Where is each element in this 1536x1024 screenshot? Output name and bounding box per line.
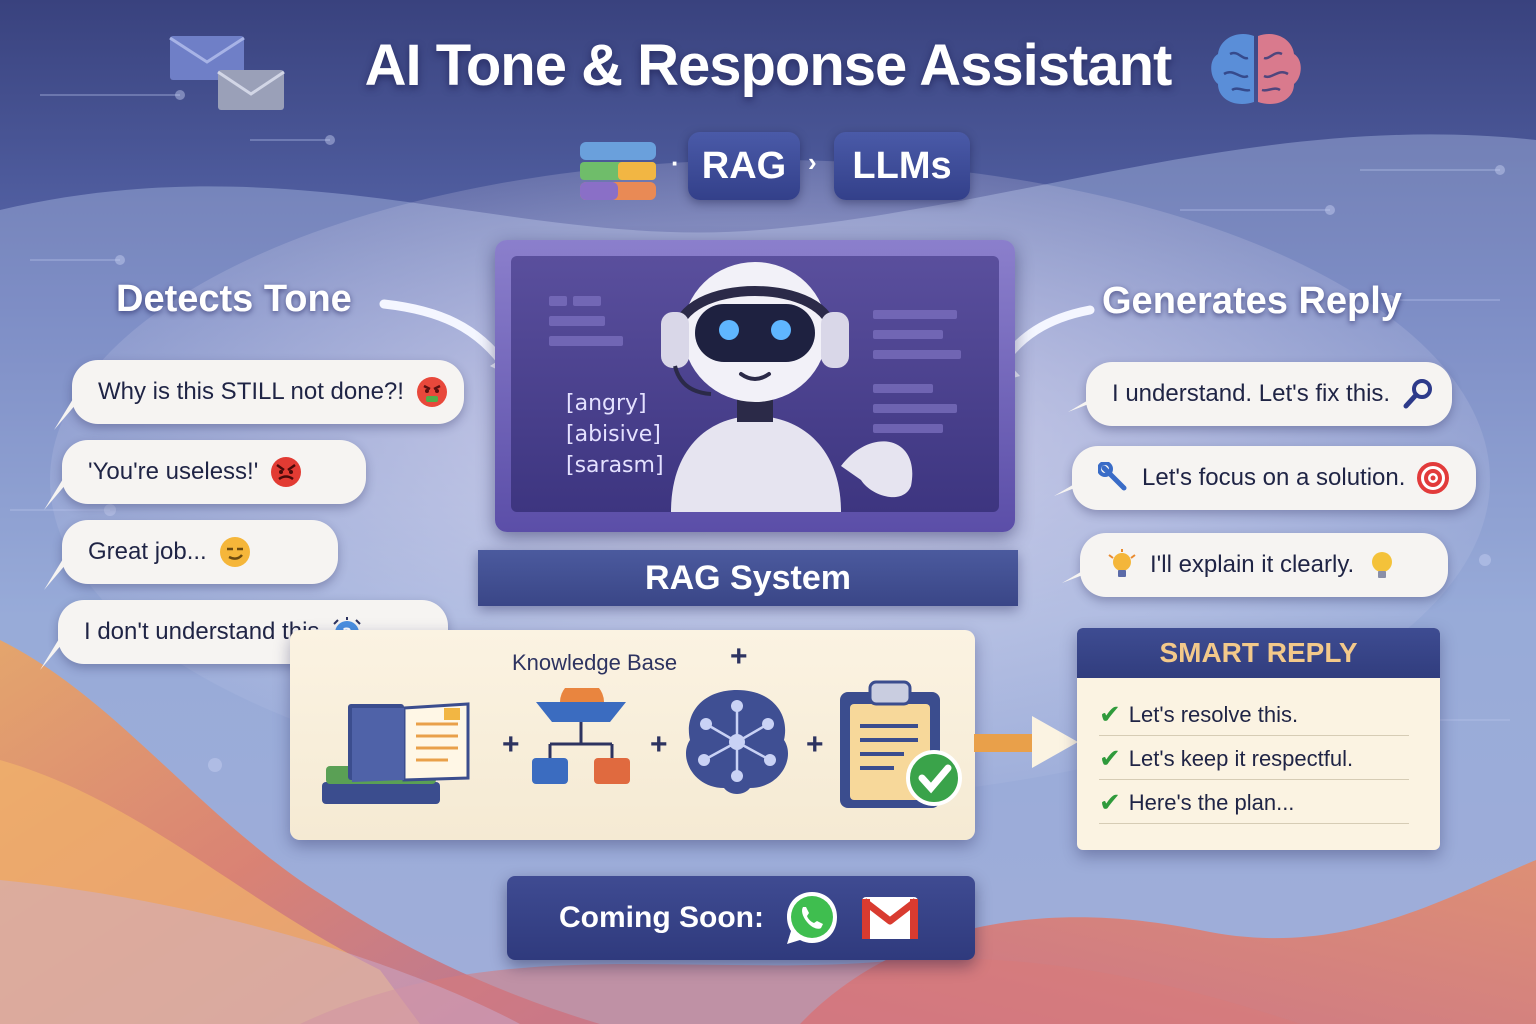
bubble-text: Great job... [88, 538, 207, 565]
reply-bubble-fix: I understand. Let's fix this. [1068, 362, 1452, 426]
reply-bubble-solution: Let's focus on a solution. [1054, 446, 1476, 510]
envelope-icon [217, 70, 285, 110]
tone-bubble-abusive: 'You're useless!' [44, 440, 366, 510]
monitor-screen: [angry] [abisive] [sarasm] [511, 256, 999, 512]
page-title: AI Tone & Response Assistant [364, 33, 1173, 98]
pipeline-dot: · [671, 148, 680, 178]
check-icon: ✔ [1099, 743, 1121, 773]
whatsapp-icon[interactable] [782, 888, 842, 948]
tag-sarcasm: [sarasm] [566, 453, 664, 478]
bubble-text: I don't understand this [84, 618, 320, 645]
book-stack-icon [322, 702, 470, 804]
ai-monitor: [angry] [abisive] [sarasm] [495, 240, 1015, 532]
target-icon [1417, 462, 1450, 494]
smirk-face-icon [219, 537, 250, 567]
gmail-icon[interactable] [860, 895, 920, 941]
brain-icon [1211, 34, 1301, 104]
bubble-text: Let's focus on a solution. [1142, 464, 1406, 491]
smart-reply-panel: SMART REPLY ✔ Let's resolve this. ✔ Let'… [1077, 628, 1440, 850]
pipeline-arrow: › [808, 147, 817, 177]
lightbulb-icon [1372, 552, 1393, 578]
tone-tags: [angry] [abisive] [sarasm] [566, 388, 664, 481]
knowledge-base-label: Knowledge Base [512, 650, 678, 675]
ai-brain-network-icon [685, 690, 789, 794]
envelope-icon [169, 36, 245, 80]
robot-assistant [661, 262, 913, 512]
smart-reply-item[interactable]: ✔ Let's resolve this. [1099, 694, 1409, 736]
plus-sign: + [502, 728, 520, 761]
tone-bubble-sarcasm: Great job... [44, 520, 338, 590]
lightbulb-icon [1108, 549, 1136, 577]
magnifier-icon [1403, 379, 1433, 409]
check-icon: ✔ [1099, 787, 1121, 817]
check-icon: ✔ [1099, 699, 1121, 729]
plus-sign: + [730, 640, 748, 673]
smart-reply-text: Let's resolve this. [1128, 701, 1299, 727]
rag-system-banner: RAG System [478, 550, 1018, 606]
reply-bubble-explain: I'll explain it clearly. [1062, 533, 1448, 597]
bubble-text: I understand. Let's fix this. [1112, 380, 1391, 407]
arrow-to-smart-reply [974, 716, 1078, 768]
detects-tone-heading: Detects Tone [116, 278, 352, 320]
llms-pill: LLMs [834, 132, 970, 200]
angry-face-icon [416, 377, 447, 407]
generates-reply-heading: Generates Reply [1102, 280, 1402, 322]
bubble-text: Why is this STILL not done?! [98, 378, 404, 405]
wrench-icon [1098, 462, 1127, 491]
bubble-text: 'You're useless!' [88, 458, 259, 485]
tag-abusive: [abisive] [566, 422, 661, 447]
tone-bubble-angry: Why is this STILL not done?! [54, 360, 464, 430]
smart-reply-text: Let's keep it respectful. [1128, 745, 1354, 771]
flowchart-icon [532, 688, 630, 784]
knowledge-base-panel: Knowledge Base + + + + [290, 630, 975, 840]
rag-pill: RAG [688, 132, 800, 200]
database-icon [580, 142, 656, 200]
devil-face-icon [271, 457, 302, 487]
smart-reply-heading: SMART REPLY [1077, 628, 1440, 678]
plus-sign: + [650, 728, 668, 761]
smart-reply-item[interactable]: ✔ Let's keep it respectful. [1099, 738, 1409, 780]
bubble-text: I'll explain it clearly. [1150, 551, 1355, 578]
clipboard-check-icon [840, 680, 962, 808]
smart-reply-item[interactable]: ✔ Here's the plan... [1099, 782, 1409, 824]
plus-sign: + [806, 728, 824, 761]
coming-soon-bar: Coming Soon: [507, 876, 975, 960]
tag-angry: [angry] [566, 391, 647, 416]
coming-soon-label: Coming Soon: [559, 901, 764, 934]
smart-reply-text: Here's the plan... [1128, 789, 1295, 815]
